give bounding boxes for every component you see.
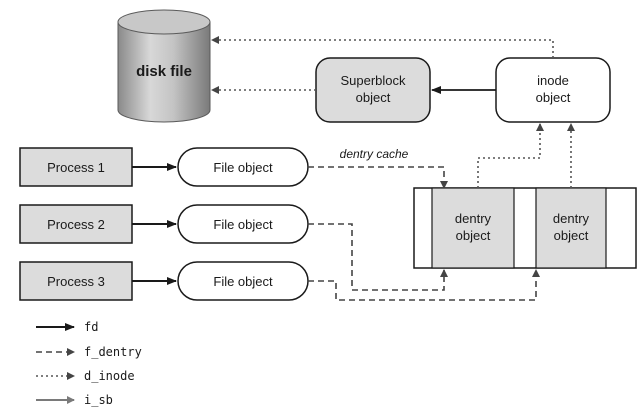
legend-i-sb-label: i_sb (84, 393, 113, 407)
dentry-1-label-line2: object (456, 228, 491, 243)
dentry-2-label-line2: object (554, 228, 589, 243)
inode-label-line2: object (536, 90, 571, 105)
f-dentry-arrow-1 (308, 166, 448, 189)
process-2-label: Process 2 (47, 217, 105, 232)
dentry-object-2 (535, 187, 607, 269)
disk-file-label: disk file (136, 63, 192, 80)
dentry-cache: dentry object dentry object (413, 187, 637, 269)
file-object-1-label: File object (213, 160, 273, 175)
dentry-object-1 (431, 187, 515, 269)
file-object-2-label: File object (213, 217, 273, 232)
superblock-object: Superblock object (315, 57, 431, 123)
d-inode-arrow-1 (477, 123, 544, 188)
file-object-3-label: File object (213, 274, 273, 289)
file-object-1: File object (177, 147, 309, 187)
process-box-3: Process 3 (19, 261, 133, 301)
legend-d-inode-label: d_inode (84, 369, 135, 383)
file-object-2: File object (177, 204, 309, 244)
dentry-2-label-line1: dentry (553, 211, 590, 226)
legend-fd-label: fd (84, 320, 98, 334)
legend-f-dentry-label: f_dentry (84, 345, 142, 359)
disk-file: disk file (117, 9, 211, 123)
f-dentry-arrow-3 (308, 269, 540, 301)
superblock-label-line1: Superblock (340, 73, 406, 88)
file-object-3: File object (177, 261, 309, 301)
legend: fd f_dentry d_inode i_sb (36, 320, 142, 407)
process-1-label: Process 1 (47, 160, 105, 175)
process-box-2: Process 2 (19, 204, 133, 244)
inode-to-disk-arrow (211, 36, 554, 58)
f-dentry-arrow-2 (308, 223, 448, 291)
superblock-label-line2: object (356, 90, 391, 105)
inode-label-line1: inode (537, 73, 569, 88)
process-3-label: Process 3 (47, 274, 105, 289)
dentry-cache-label: dentry cache (340, 147, 409, 161)
inode-object: inode object (495, 57, 611, 123)
process-box-1: Process 1 (19, 147, 133, 187)
dentry-1-label-line1: dentry (455, 211, 492, 226)
